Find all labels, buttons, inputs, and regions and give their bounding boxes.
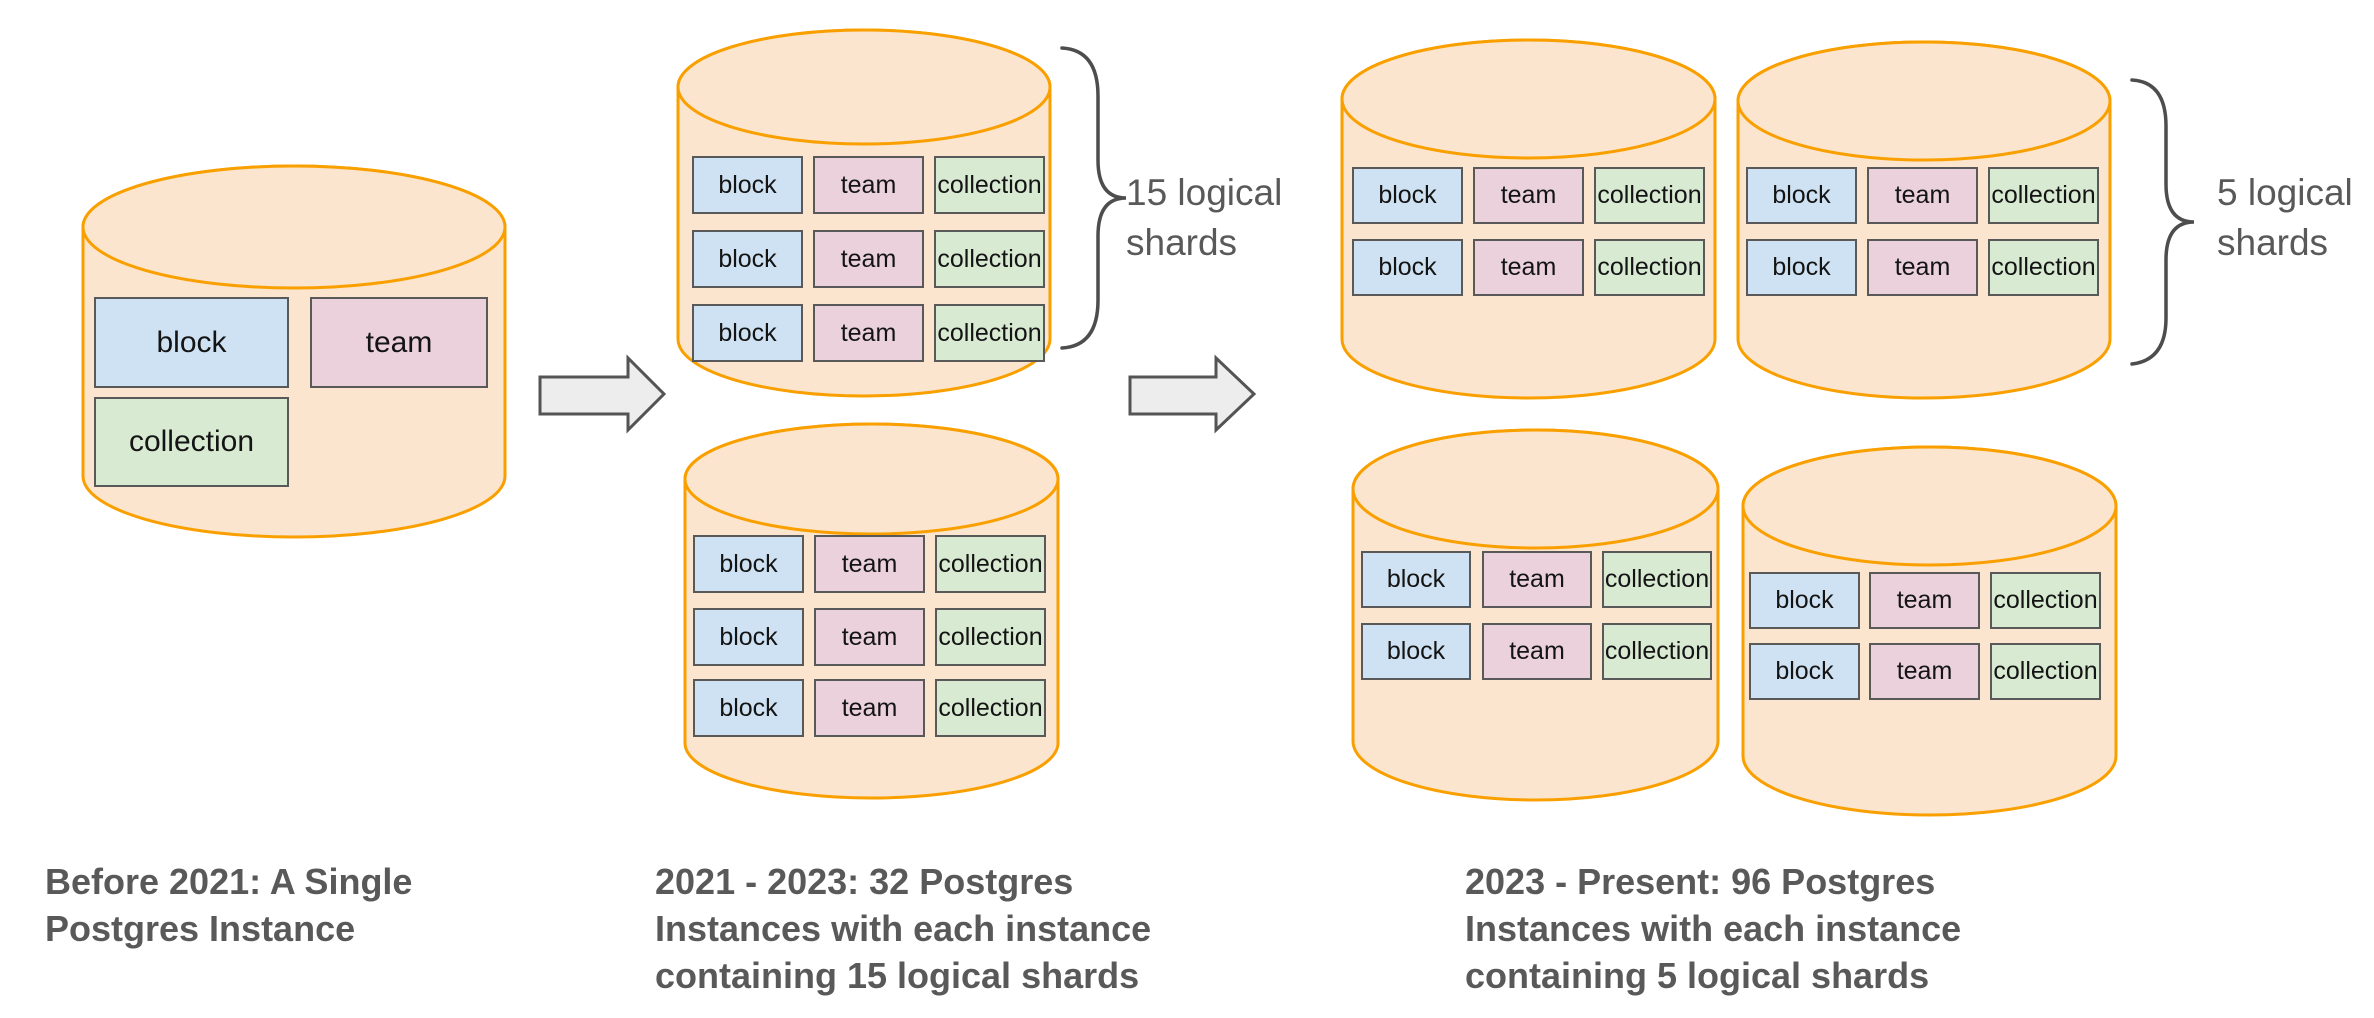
cylinder-top-ellipse bbox=[1736, 40, 2112, 162]
table-box-collection: collection bbox=[935, 608, 1046, 666]
stage3-caption: 2023 - Present: 96 Postgres Instances wi… bbox=[1465, 861, 1962, 996]
table-box-block: block bbox=[1361, 551, 1471, 608]
table-box-collection: collection bbox=[1602, 623, 1712, 680]
table-box-collection: collection bbox=[935, 679, 1046, 737]
transition-arrow-icon bbox=[538, 354, 667, 434]
table-box-team: team bbox=[814, 608, 925, 666]
table-box-collection: collection bbox=[1990, 572, 2101, 629]
table-box-block: block bbox=[94, 297, 289, 388]
transition-arrow-icon bbox=[1128, 354, 1257, 434]
table-box-team: team bbox=[814, 679, 925, 737]
table-box-block: block bbox=[1746, 239, 1857, 296]
table-box-block: block bbox=[1352, 239, 1463, 296]
table-box-block: block bbox=[692, 156, 803, 214]
table-box-team: team bbox=[1867, 239, 1978, 296]
table-box-team: team bbox=[1473, 167, 1584, 224]
cylinder-top-ellipse bbox=[683, 422, 1060, 536]
table-box-team: team bbox=[1482, 551, 1592, 608]
table-box-team: team bbox=[813, 230, 924, 288]
table-box-collection: collection bbox=[934, 156, 1045, 214]
table-box-team: team bbox=[1869, 572, 1980, 629]
table-box-block: block bbox=[692, 230, 803, 288]
table-box-block: block bbox=[693, 679, 804, 737]
table-box-collection: collection bbox=[1602, 551, 1712, 608]
table-box-block: block bbox=[1749, 643, 1860, 700]
table-box-collection: collection bbox=[1988, 167, 2099, 224]
table-box-team: team bbox=[813, 156, 924, 214]
table-box-collection: collection bbox=[1594, 239, 1705, 296]
table-box-collection: collection bbox=[1594, 167, 1705, 224]
table-box-team: team bbox=[813, 304, 924, 362]
shards-15-label: 15 logical shards bbox=[1126, 172, 1283, 263]
cylinder-top-ellipse bbox=[81, 164, 507, 290]
cylinder-top-ellipse bbox=[676, 28, 1052, 146]
table-box-team: team bbox=[814, 535, 925, 593]
table-box-block: block bbox=[1749, 572, 1860, 629]
table-box-block: block bbox=[692, 304, 803, 362]
table-box-block: block bbox=[1361, 623, 1471, 680]
table-box-block: block bbox=[693, 535, 804, 593]
table-box-collection: collection bbox=[935, 535, 1046, 593]
shards-5-label: 5 logical shards bbox=[2217, 172, 2353, 263]
table-box-team: team bbox=[310, 297, 488, 388]
curly-brace bbox=[1060, 46, 1127, 350]
cylinder-top-ellipse bbox=[1741, 445, 2118, 567]
table-box-team: team bbox=[1867, 167, 1978, 224]
curly-brace bbox=[2130, 78, 2195, 366]
cylinder-top-ellipse bbox=[1351, 428, 1720, 550]
table-box-team: team bbox=[1473, 239, 1584, 296]
table-box-block: block bbox=[693, 608, 804, 666]
table-box-team: team bbox=[1482, 623, 1592, 680]
table-box-team: team bbox=[1869, 643, 1980, 700]
table-box-collection: collection bbox=[1990, 643, 2101, 700]
cylinder-top-ellipse bbox=[1340, 38, 1717, 160]
stage1-caption: Before 2021: A Single Postgres Instance bbox=[45, 861, 413, 949]
table-box-block: block bbox=[1352, 167, 1463, 224]
table-box-collection: collection bbox=[94, 397, 289, 487]
table-box-block: block bbox=[1746, 167, 1857, 224]
table-box-collection: collection bbox=[934, 304, 1045, 362]
table-box-collection: collection bbox=[1988, 239, 2099, 296]
table-box-collection: collection bbox=[934, 230, 1045, 288]
stage2-caption: 2021 - 2023: 32 Postgres Instances with … bbox=[655, 861, 1152, 996]
